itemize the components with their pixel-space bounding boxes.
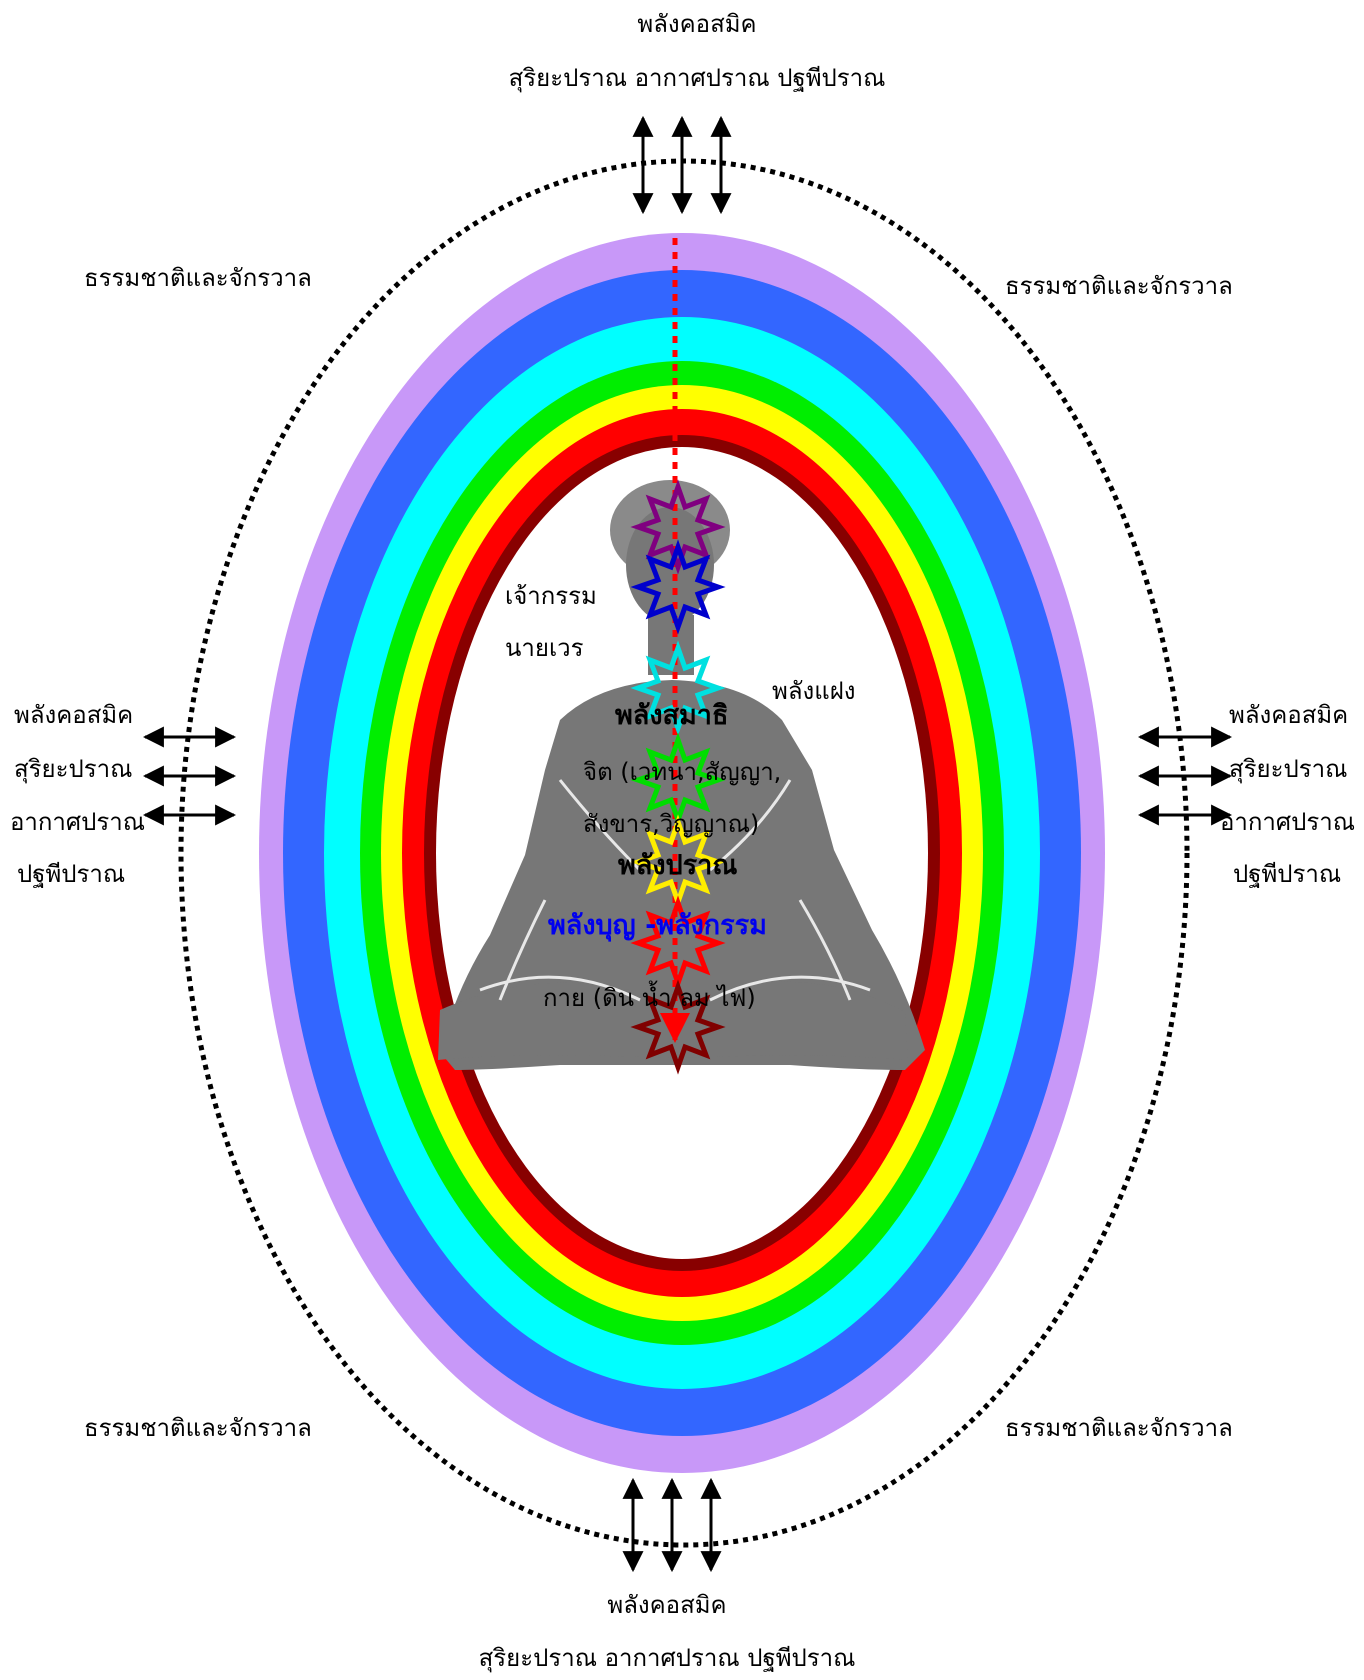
right-energy-item: สุริยะปราณ [1229,755,1348,783]
right-energy-item: อากาศปราณ [1220,808,1355,836]
sacral-chakra [630,895,726,991]
bottom-prana-label: สุริยะปราณ อากาศปราณ ปฐพีปราณ [478,1644,856,1672]
chakras [630,479,726,1075]
corner-label-top-right: ธรรมชาติและจักรวาล [1005,272,1233,300]
left-energy-item: อากาศปราณ [10,808,145,836]
top-arrows [632,115,732,215]
torso [440,680,925,1070]
mind-label-line2: สังขาร,วิญญาณ) [583,810,760,838]
mind-label-line1: จิต (เวทนา,สัญญา, [583,758,782,786]
prana-label: พลังปราณ [618,850,738,881]
body-lines [479,779,871,1002]
crown-chakra [630,479,726,575]
right-arrows [1137,726,1233,826]
samadhi-label: พลังสมาธิ [615,700,729,731]
bottom-arrows [622,1477,722,1573]
top-prana-label: สุริยะปราณ อากาศปราณ ปฐพีปราณ [508,64,886,92]
karma-owner-label: เจ้ากรรม [505,582,597,610]
left-energy-item: ปฐพีปราณ [17,860,126,888]
left-arrows [142,726,237,826]
corner-label-bottom-left: ธรรมชาติและจักรวาล [84,1414,312,1442]
root-chakra [630,979,726,1075]
enemy-label: นายเวร [505,634,584,662]
right-energy-item: ปฐพีปราณ [1233,860,1342,888]
left-energy-item: สุริยะปราณ [14,755,133,783]
right-energy-item: พลังคอสมิค [1229,701,1349,729]
heart-chakra [630,732,726,828]
left-energy-item: พลังคอสมิค [14,701,134,729]
solar-plexus-chakra [630,814,726,910]
top-cosmic-label: พลังคอสมิค [637,10,757,38]
corner-label-bottom-right: ธรรมชาติและจักรวาล [1005,1414,1233,1442]
body-elements-label: กาย (ดิน น้ำ ลม ไฟ) [543,984,756,1012]
throat-chakra [630,640,726,736]
bottom-cosmic-label: พลังคอสมิค [607,1591,727,1619]
merit-karma-label: พลังบุญ -พลังกรรม [548,910,767,941]
hidden-power-label: พลังแฝง [772,677,856,705]
meditating-figure [438,480,925,1070]
corner-label-top-left: ธรรมชาติและจักรวาล [84,264,312,292]
third-eye-chakra [630,539,726,635]
